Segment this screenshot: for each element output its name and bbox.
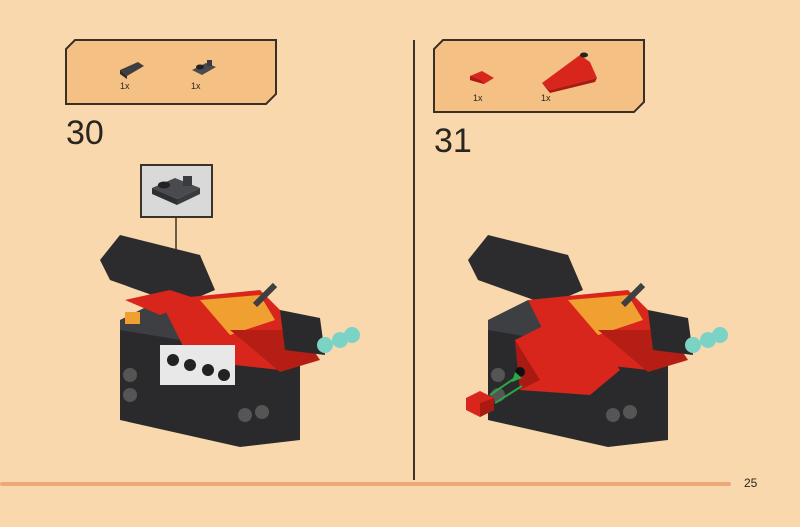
assembly-arrow (489, 372, 523, 404)
part-qty: 1x (191, 81, 201, 91)
parts-box-step-30 (65, 39, 277, 105)
part-slope-grille (120, 62, 144, 79)
step-number: 30 (66, 114, 104, 152)
model-step-31 (468, 235, 728, 447)
part-red-wedge-large (542, 52, 597, 93)
red-wedge-small-placed (466, 391, 494, 417)
part-plate-clip (192, 60, 216, 75)
footer-bar (0, 482, 731, 486)
model-step-30 (100, 235, 360, 447)
step-divider (413, 40, 415, 480)
part-qty: 1x (541, 93, 551, 103)
step-number: 31 (434, 122, 472, 160)
part-qty: 1x (120, 81, 130, 91)
page-number: 25 (744, 476, 758, 490)
part-qty: 1x (473, 93, 483, 103)
part-red-wedge-small (470, 71, 494, 84)
callout-part-plate-clip (152, 176, 200, 205)
parts-box-step-31 (433, 39, 645, 113)
